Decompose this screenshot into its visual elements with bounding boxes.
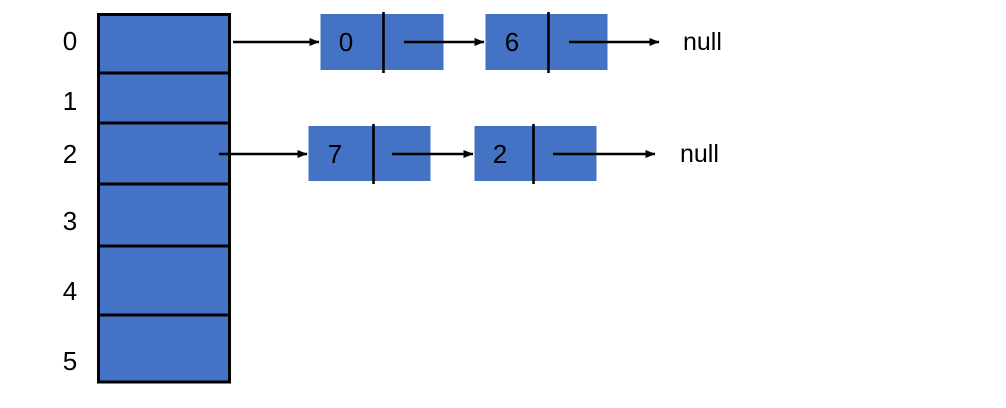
bucket-index-label-3: 3 [62,206,78,236]
bucket-index-label-0: 0 [62,26,78,56]
chain0-null-terminator: null [683,28,722,56]
bucket-index-label-5: 5 [62,346,78,376]
bucket-cell-5[interactable] [97,313,231,384]
chain1-node1-value-box [474,126,534,181]
chain0-node0-value: 0 [338,27,354,57]
chain1-node0-value: 7 [327,139,343,169]
chain1-node0-value-box [308,126,374,181]
chain1-node1-value: 2 [492,139,508,169]
bucket-cell-1[interactable] [97,71,231,125]
bucket-index-label-4: 4 [62,276,78,306]
chain0-node0[interactable] [320,12,444,73]
bucket-index-label-1: 1 [62,86,78,116]
bucket-cell-2[interactable] [97,121,231,186]
bucket-cell-4[interactable] [97,244,231,317]
bucket-cell-3[interactable] [97,182,231,248]
chain0-node1-value-box [485,14,549,70]
bucket-index-label-2: 2 [62,139,78,169]
chain1-null-terminator: null [680,140,719,168]
bucket-cell-0[interactable] [97,13,231,75]
chain0-node1-value: 6 [504,27,520,57]
bucket-array-cells [97,13,231,384]
